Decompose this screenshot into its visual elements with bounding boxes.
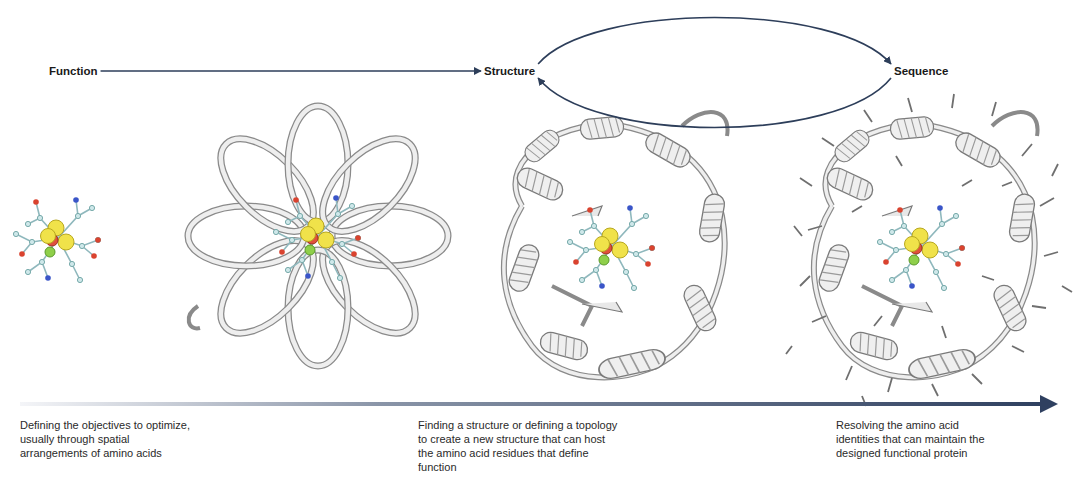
stage-name: Sequence (894, 65, 948, 77)
stage-label: Sequence (891, 63, 951, 79)
stage-name: Function (49, 65, 98, 77)
stage-caption: Finding a structure or defining a topolo… (418, 418, 618, 474)
stage-label: Structure (481, 63, 538, 79)
flow-arrow (101, 70, 481, 72)
stage-name: Structure (484, 65, 535, 77)
flow-arrow (538, 18, 891, 65)
stage-caption: Defining the objectives to optimize, usu… (20, 418, 192, 460)
flow-arrow (538, 78, 891, 128)
stage-label: Function (46, 63, 101, 79)
stage-caption: Resolving the amino acid identities that… (836, 418, 996, 460)
